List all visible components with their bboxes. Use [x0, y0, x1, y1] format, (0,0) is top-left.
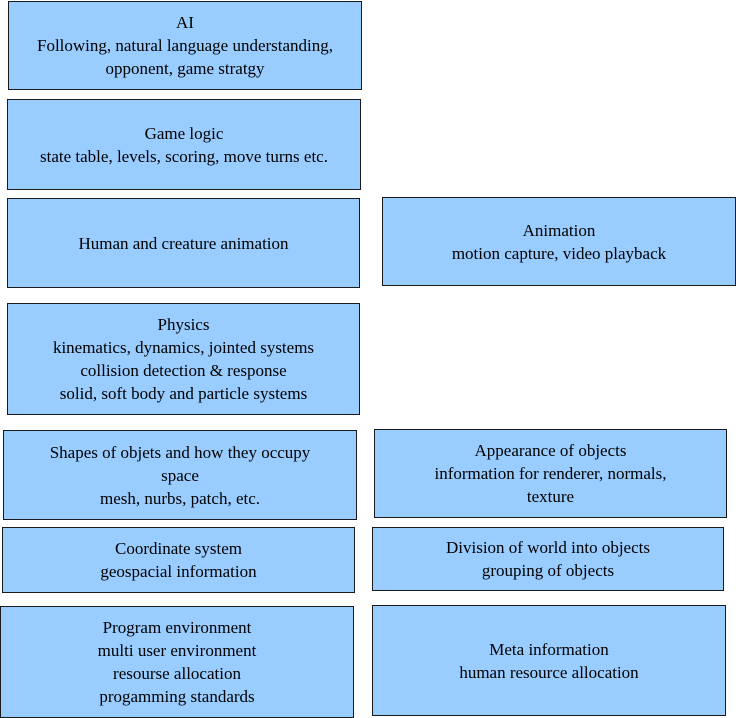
program-environment-title: Program environment: [102, 618, 252, 637]
coordinate-line-1: geospacial information: [100, 562, 257, 581]
ai-line-2: opponent, game stratgy: [105, 59, 265, 78]
physics-line-2: collision detection & response: [80, 361, 287, 380]
shapes-title: Shapes of objets and how they occupy: [49, 442, 311, 462]
shapes-line-1: space: [161, 465, 199, 485]
division-line-1: grouping of objects: [481, 561, 615, 580]
program-environment-line-1: multi user environment: [97, 641, 257, 660]
coordinate-title: Coordinate system: [114, 539, 242, 558]
coordinate-box: Coordinate system geospacial information: [2, 527, 355, 593]
ai-line-1: Following, natural language understandin…: [36, 36, 334, 55]
meta-information-box: Meta information human resource allocati…: [372, 605, 726, 716]
appearance-line-2: texture: [526, 487, 575, 506]
shapes-line-2: mesh, nurbs, patch, etc.: [99, 488, 261, 508]
game-logic-line-1: state table, levels, scoring, move turns…: [40, 146, 328, 166]
animation-box: Animation motion capture, video playback: [382, 197, 736, 286]
program-environment-line-3: progamming standards: [99, 687, 255, 706]
game-logic-box: Game logic state table, levels, scoring,…: [7, 99, 361, 190]
physics-line-1: kinematics, dynamics, jointed systems: [52, 338, 315, 357]
physics-line-3: solid, soft body and particle systems: [59, 384, 308, 403]
game-logic-title: Game logic: [144, 123, 224, 143]
human-animation-title: Human and creature animation: [78, 233, 289, 253]
physics-title: Physics: [157, 315, 210, 334]
program-environment-line-2: resourse allocation: [113, 664, 241, 683]
animation-title: Animation: [522, 220, 596, 240]
ai-title: AI: [176, 13, 194, 32]
animation-line-1: motion capture, video playback: [451, 243, 667, 263]
program-environment-box: Program environment multi user environme…: [0, 606, 354, 718]
meta-information-line-1: human resource allocation: [459, 662, 639, 682]
physics-box: Physics kinematics, dynamics, jointed sy…: [7, 303, 360, 415]
meta-information-title: Meta information: [489, 639, 609, 659]
division-title: Division of world into objects: [446, 538, 650, 557]
appearance-line-1: information for renderer, normals,: [434, 464, 667, 483]
division-box: Division of world into objects grouping …: [372, 527, 724, 591]
ai-box: AI Following, natural language understan…: [8, 1, 362, 90]
appearance-title: Appearance of objects: [474, 441, 627, 460]
human-animation-box: Human and creature animation: [7, 198, 360, 288]
appearance-box: Appearance of objects information for re…: [374, 429, 727, 518]
shapes-box: Shapes of objets and how they occupy spa…: [3, 430, 357, 520]
